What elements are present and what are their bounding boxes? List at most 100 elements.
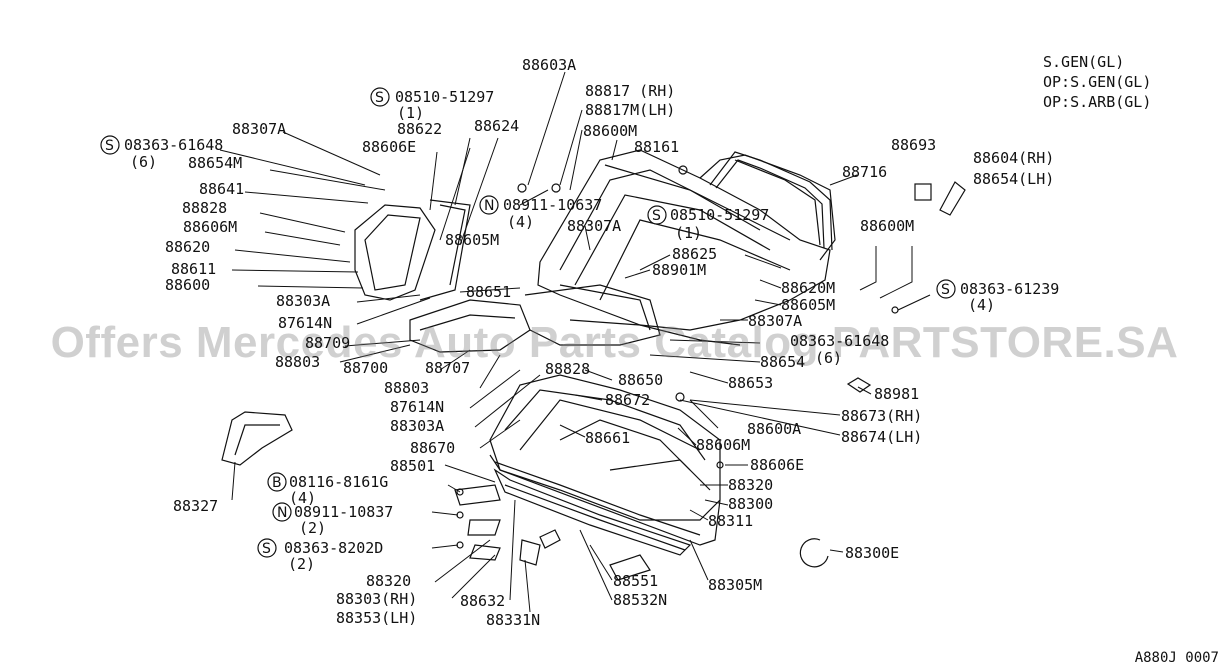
callout-qty: (2)	[299, 519, 327, 537]
callout-88311: 88311	[708, 512, 754, 530]
symbol-s2: S	[105, 138, 114, 154]
callout-88606M: 88606M	[183, 218, 238, 236]
callout-87614N: 87614N	[390, 398, 445, 416]
callout-88327: 88327	[173, 497, 219, 515]
callout-88803: 88803	[275, 353, 321, 371]
callout-qty: (1)	[675, 224, 703, 242]
callout-88303A: 88303A	[390, 417, 445, 435]
small-parts-drawing	[454, 165, 966, 581]
callout-88654M: 88654M	[188, 154, 243, 172]
symbol-s5: S	[941, 282, 950, 298]
symbol-s1: S	[375, 90, 384, 106]
legend-item: S.GEN(GL)	[1043, 53, 1125, 71]
callout-qty: (4)	[289, 489, 317, 507]
symbol-s3: N	[484, 198, 494, 214]
callout-88716: 88716	[842, 163, 888, 181]
callout-08911-10837: 08911-10837	[294, 503, 394, 521]
symbol-s-circle-2	[100, 135, 120, 155]
callout-88307A: 88307A	[232, 120, 287, 138]
legend-item: OP:S.ARB(GL)	[1043, 93, 1152, 111]
callout-88817-rh: 88817 (RH)	[585, 82, 676, 100]
callout-88654-lh: 88654(LH)	[973, 170, 1055, 188]
callout-qty: (2)	[288, 555, 316, 573]
callout-88303A: 88303A	[276, 292, 331, 310]
symbol-s-circle-4	[647, 205, 667, 225]
callout-88981: 88981	[874, 385, 920, 403]
callout-08510-51297: 08510-51297	[670, 206, 770, 224]
seat-back-drawing	[537, 149, 836, 331]
callout-88828: 88828	[182, 199, 228, 217]
callout-88661: 88661	[585, 429, 631, 447]
callout-88620M: 88620M	[781, 279, 836, 297]
callout-88674-lh: 88674(LH)	[841, 428, 923, 446]
callout-88300E: 88300E	[845, 544, 900, 562]
frame-88716-drawing	[709, 151, 833, 251]
callout-88653: 88653	[728, 374, 774, 392]
callout-88693: 88693	[891, 136, 937, 154]
callout-88161: 88161	[634, 138, 680, 156]
callout-88673-rh: 88673(RH)	[841, 407, 923, 425]
callout-08363-61648: 08363-61648	[124, 136, 224, 154]
callout-88303-rh: 88303(RH)	[336, 590, 418, 608]
symbol-s8: S	[262, 541, 271, 557]
callout-qty: (1)	[397, 104, 425, 122]
side-trim-88327-drawing	[221, 411, 293, 466]
legend: S.GEN(GL) OP:S.GEN(GL) OP:S.ARB(GL)	[1043, 52, 1151, 112]
armrest-parts-drawing	[409, 284, 741, 353]
callout-88670: 88670	[410, 439, 456, 457]
callout-08510-51297: 08510-51297	[395, 88, 495, 106]
callout-88603A: 88603A	[522, 56, 577, 74]
callout-88901M: 88901M	[652, 261, 707, 279]
seat-frame-88305M-drawing	[493, 468, 692, 556]
seat-cushion-drawing	[489, 374, 721, 546]
legend-item: OP:S.GEN(GL)	[1043, 73, 1152, 91]
callout-88651: 88651	[466, 283, 512, 301]
callout-88654: 88654	[760, 353, 806, 371]
callout-88672: 88672	[605, 391, 651, 409]
callout-88532N: 88532N	[613, 591, 668, 609]
callout-qty: (4)	[968, 296, 996, 314]
symbol-s-circle-1	[370, 87, 390, 107]
callout-88650: 88650	[618, 371, 664, 389]
callout-88331N: 88331N	[486, 611, 541, 629]
callout-88632: 88632	[460, 592, 506, 610]
callout-88600M: 88600M	[860, 217, 915, 235]
callout-88606M: 88606M	[696, 436, 751, 454]
symbol-s6: B	[272, 475, 282, 491]
callout-88600: 88600	[165, 276, 211, 294]
diagram-code: A880J 0007	[1134, 650, 1219, 666]
callout-88501: 88501	[390, 457, 436, 475]
callout-88600M: 88600M	[583, 122, 638, 140]
callout-88353-lh: 88353(LH)	[336, 609, 418, 627]
symbol-b-circle-6	[267, 472, 287, 492]
callout-88803: 88803	[384, 379, 430, 397]
callout-qty: (4)	[507, 213, 535, 231]
callout-qty: (6)	[815, 349, 843, 367]
callout-88307A: 88307A	[567, 217, 622, 235]
callout-87614N: 87614N	[278, 314, 333, 332]
callout-88707: 88707	[425, 359, 471, 377]
callout-88604-rh: 88604(RH)	[973, 149, 1055, 167]
callout-88625: 88625	[672, 245, 718, 263]
callout-88606E: 88606E	[750, 456, 805, 474]
callout-88817m-lh: 88817M(LH)	[585, 101, 676, 119]
symbol-s-circle-8	[257, 538, 277, 558]
callout-88551: 88551	[613, 572, 659, 590]
callout-88624: 88624	[474, 117, 520, 135]
circled-symbols: S S N S S B N S	[100, 87, 956, 558]
callout-08911-10637: 08911-10637	[503, 196, 603, 214]
callout-88620: 88620	[165, 238, 211, 256]
leader-lines	[219, 71, 913, 613]
watermark-text: Offers Mercedes Auto Parts Catalog PARTS…	[50, 318, 1179, 367]
left-seatback-panel-drawing	[354, 199, 471, 301]
callout-88641: 88641	[199, 180, 245, 198]
symbol-s-circle-5	[936, 279, 956, 299]
symbol-s4: S	[652, 208, 661, 224]
callout-08363-61648: 08363-61648	[790, 332, 890, 350]
callout-88600A: 88600A	[747, 420, 802, 438]
symbol-n-circle-7	[272, 502, 292, 522]
callout-88605M: 88605M	[781, 296, 836, 314]
clip-88300E-drawing	[799, 538, 829, 568]
